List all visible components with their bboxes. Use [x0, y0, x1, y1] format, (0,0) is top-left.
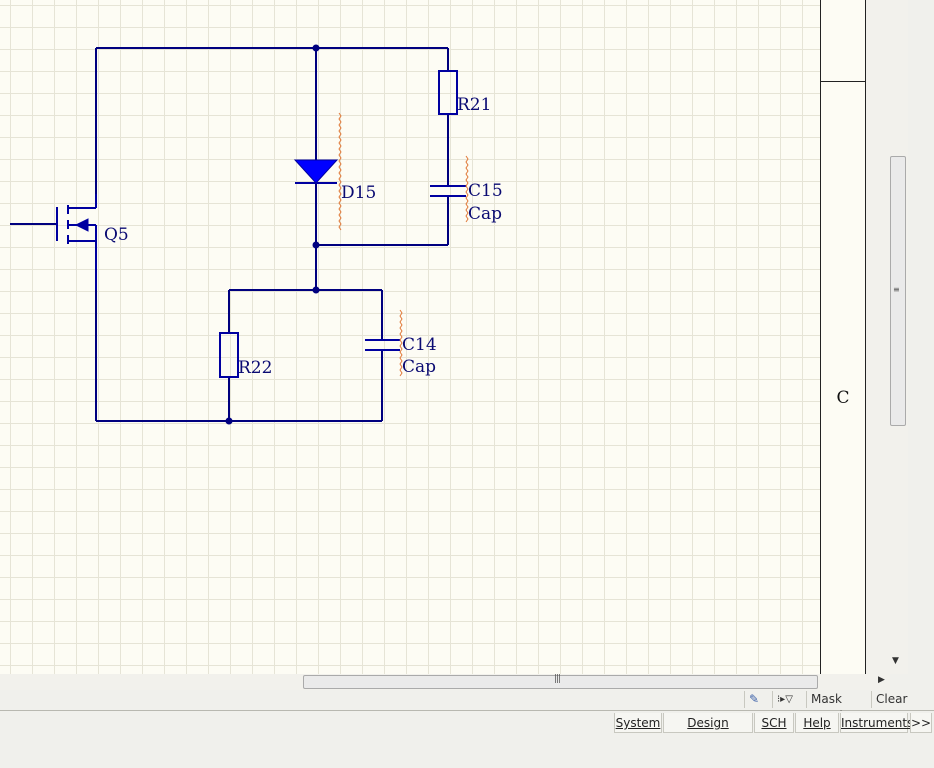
resistor-r21[interactable]	[438, 70, 458, 115]
status-bar: System Design Compiler SCH Help Instrume…	[0, 711, 934, 750]
filter-bar: ✎ ⁝▸▽ Mask Level Clear	[0, 690, 934, 723]
mask-level-button[interactable]: Mask Level	[806, 691, 871, 723]
sheet-border-zone: C	[820, 0, 866, 674]
sch-button[interactable]: SCH	[754, 713, 794, 733]
grip-icon: |||	[554, 674, 561, 684]
scroll-right-arrow-icon[interactable]: ▶	[878, 675, 885, 685]
scroll-down-arrow-icon[interactable]: ▼	[892, 656, 899, 666]
grip-icon: ≡	[893, 285, 900, 294]
design-compiler-button[interactable]: Design Compiler	[663, 713, 753, 750]
clear-button[interactable]: Clear	[871, 691, 907, 708]
schematic-canvas[interactable]: Q5 D15 R21 C15 Cap R22 C14 Cap	[0, 0, 820, 674]
diode-d15[interactable]	[293, 112, 342, 231]
bottom-strip	[0, 735, 934, 768]
schematic-drawing[interactable]: Q5 D15 R21 C15 Cap R22 C14 Cap	[0, 0, 820, 674]
wire-net[interactable]	[95, 47, 449, 422]
horizontal-scrollbar[interactable]: ||| ▶	[0, 674, 890, 690]
help-button[interactable]: Help	[795, 713, 839, 733]
system-button[interactable]: System	[614, 713, 662, 733]
horizontal-scroll-thumb[interactable]: |||	[303, 674, 818, 689]
c15-value[interactable]: Cap	[468, 204, 502, 224]
instruments-button[interactable]: Instruments	[840, 713, 913, 733]
vertical-scroll-thumb[interactable]: ≡	[890, 156, 906, 426]
d15-designator[interactable]: D15	[341, 183, 376, 203]
vertical-scrollbar[interactable]: ≡ ▼	[866, 0, 908, 674]
more-panels-button[interactable]: >>	[910, 713, 932, 733]
c14-designator[interactable]: C14	[402, 335, 437, 355]
filter-icon[interactable]: ⁝▸▽	[772, 691, 806, 708]
q5-designator[interactable]: Q5	[104, 225, 129, 245]
zone-label: C	[836, 388, 850, 408]
mosfet-q5[interactable]	[10, 194, 97, 290]
highlight-pen-icon[interactable]: ✎	[744, 691, 772, 708]
resistor-r22[interactable]	[219, 332, 239, 378]
c14-value[interactable]: Cap	[402, 357, 436, 377]
c15-designator[interactable]: C15	[468, 181, 503, 201]
junctions	[225, 44, 320, 425]
zone-divider	[821, 81, 865, 82]
r22-designator[interactable]: R22	[238, 358, 272, 378]
r21-designator[interactable]: R21	[457, 95, 491, 115]
capacitor-c14[interactable]	[365, 309, 403, 377]
capacitor-c15[interactable]	[430, 155, 469, 223]
